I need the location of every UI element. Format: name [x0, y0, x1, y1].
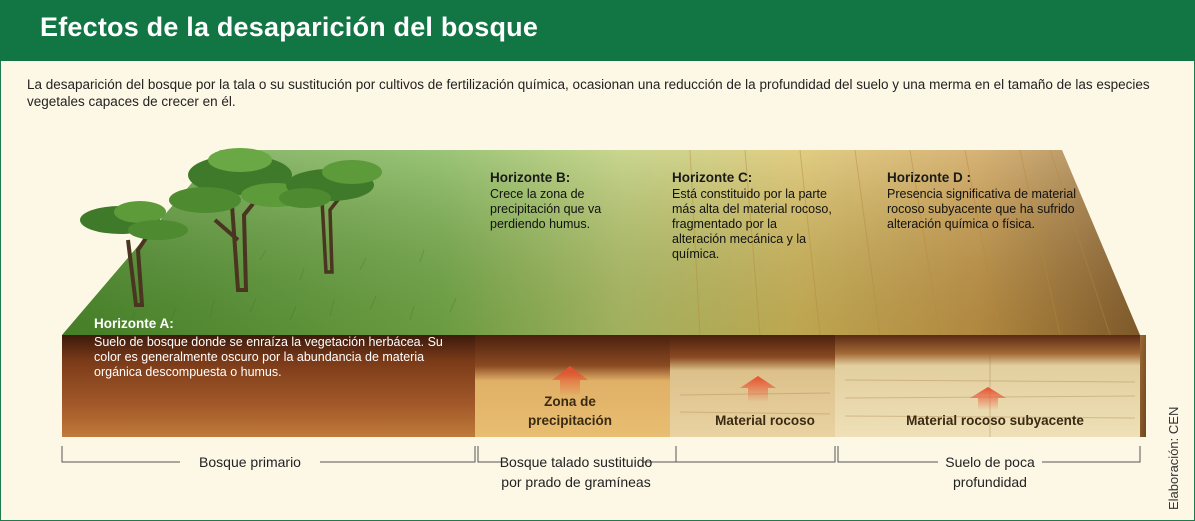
- soil-section-underlying-rock: [835, 335, 1140, 437]
- section-brackets: [61, 446, 1141, 463]
- tree-center: [169, 148, 309, 292]
- section-label-primary-forest: Bosque primario: [199, 454, 301, 470]
- credit-label: Elaboración: CEN: [1166, 406, 1181, 510]
- field-furrows: [689, 149, 1111, 336]
- soil-section-primary: [62, 335, 475, 437]
- header-bar: Efectos de la desaparición del bosque: [0, 0, 1195, 61]
- horizon-a-description: Suelo de bosque donde se enraíza la vege…: [94, 335, 443, 379]
- rock-arrow: [740, 376, 776, 402]
- underlying-rock-label: Material rocoso subyacente: [906, 413, 1084, 428]
- horizon-a-title: Horizonte A:: [94, 316, 174, 331]
- section-label-shallow-soil: Suelo de poca profundidad: [945, 454, 1035, 490]
- horizon-c-description: Está constituido por la parte más alta d…: [672, 187, 832, 261]
- horizon-d-description: Presencia significativa de material roco…: [887, 187, 1076, 231]
- horizon-d-title: Horizonte D :: [887, 170, 971, 185]
- tree-group: [80, 148, 382, 307]
- page-title: Efectos de la desaparición del bosque: [40, 12, 539, 42]
- tree-left: [80, 201, 188, 307]
- horizon-b-title: Horizonte B:: [490, 170, 571, 185]
- horizon-b-description: Crece la zona de precipitación que va pe…: [490, 187, 602, 231]
- precipitation-arrow: [552, 366, 588, 396]
- grass-texture: [89, 249, 457, 331]
- precipitation-zone-label: Zona de precipitación: [527, 394, 613, 428]
- rock-material-label: Material rocoso: [715, 413, 815, 428]
- tree-right: [279, 160, 382, 274]
- intro-text: La desaparición del bosque por la tala o…: [27, 77, 1150, 109]
- section-label-logged-forest: Bosque talado sustituido por prado de gr…: [499, 454, 653, 490]
- underlying-rock-arrow: [970, 387, 1006, 410]
- horizon-c-title: Horizonte C:: [672, 170, 753, 185]
